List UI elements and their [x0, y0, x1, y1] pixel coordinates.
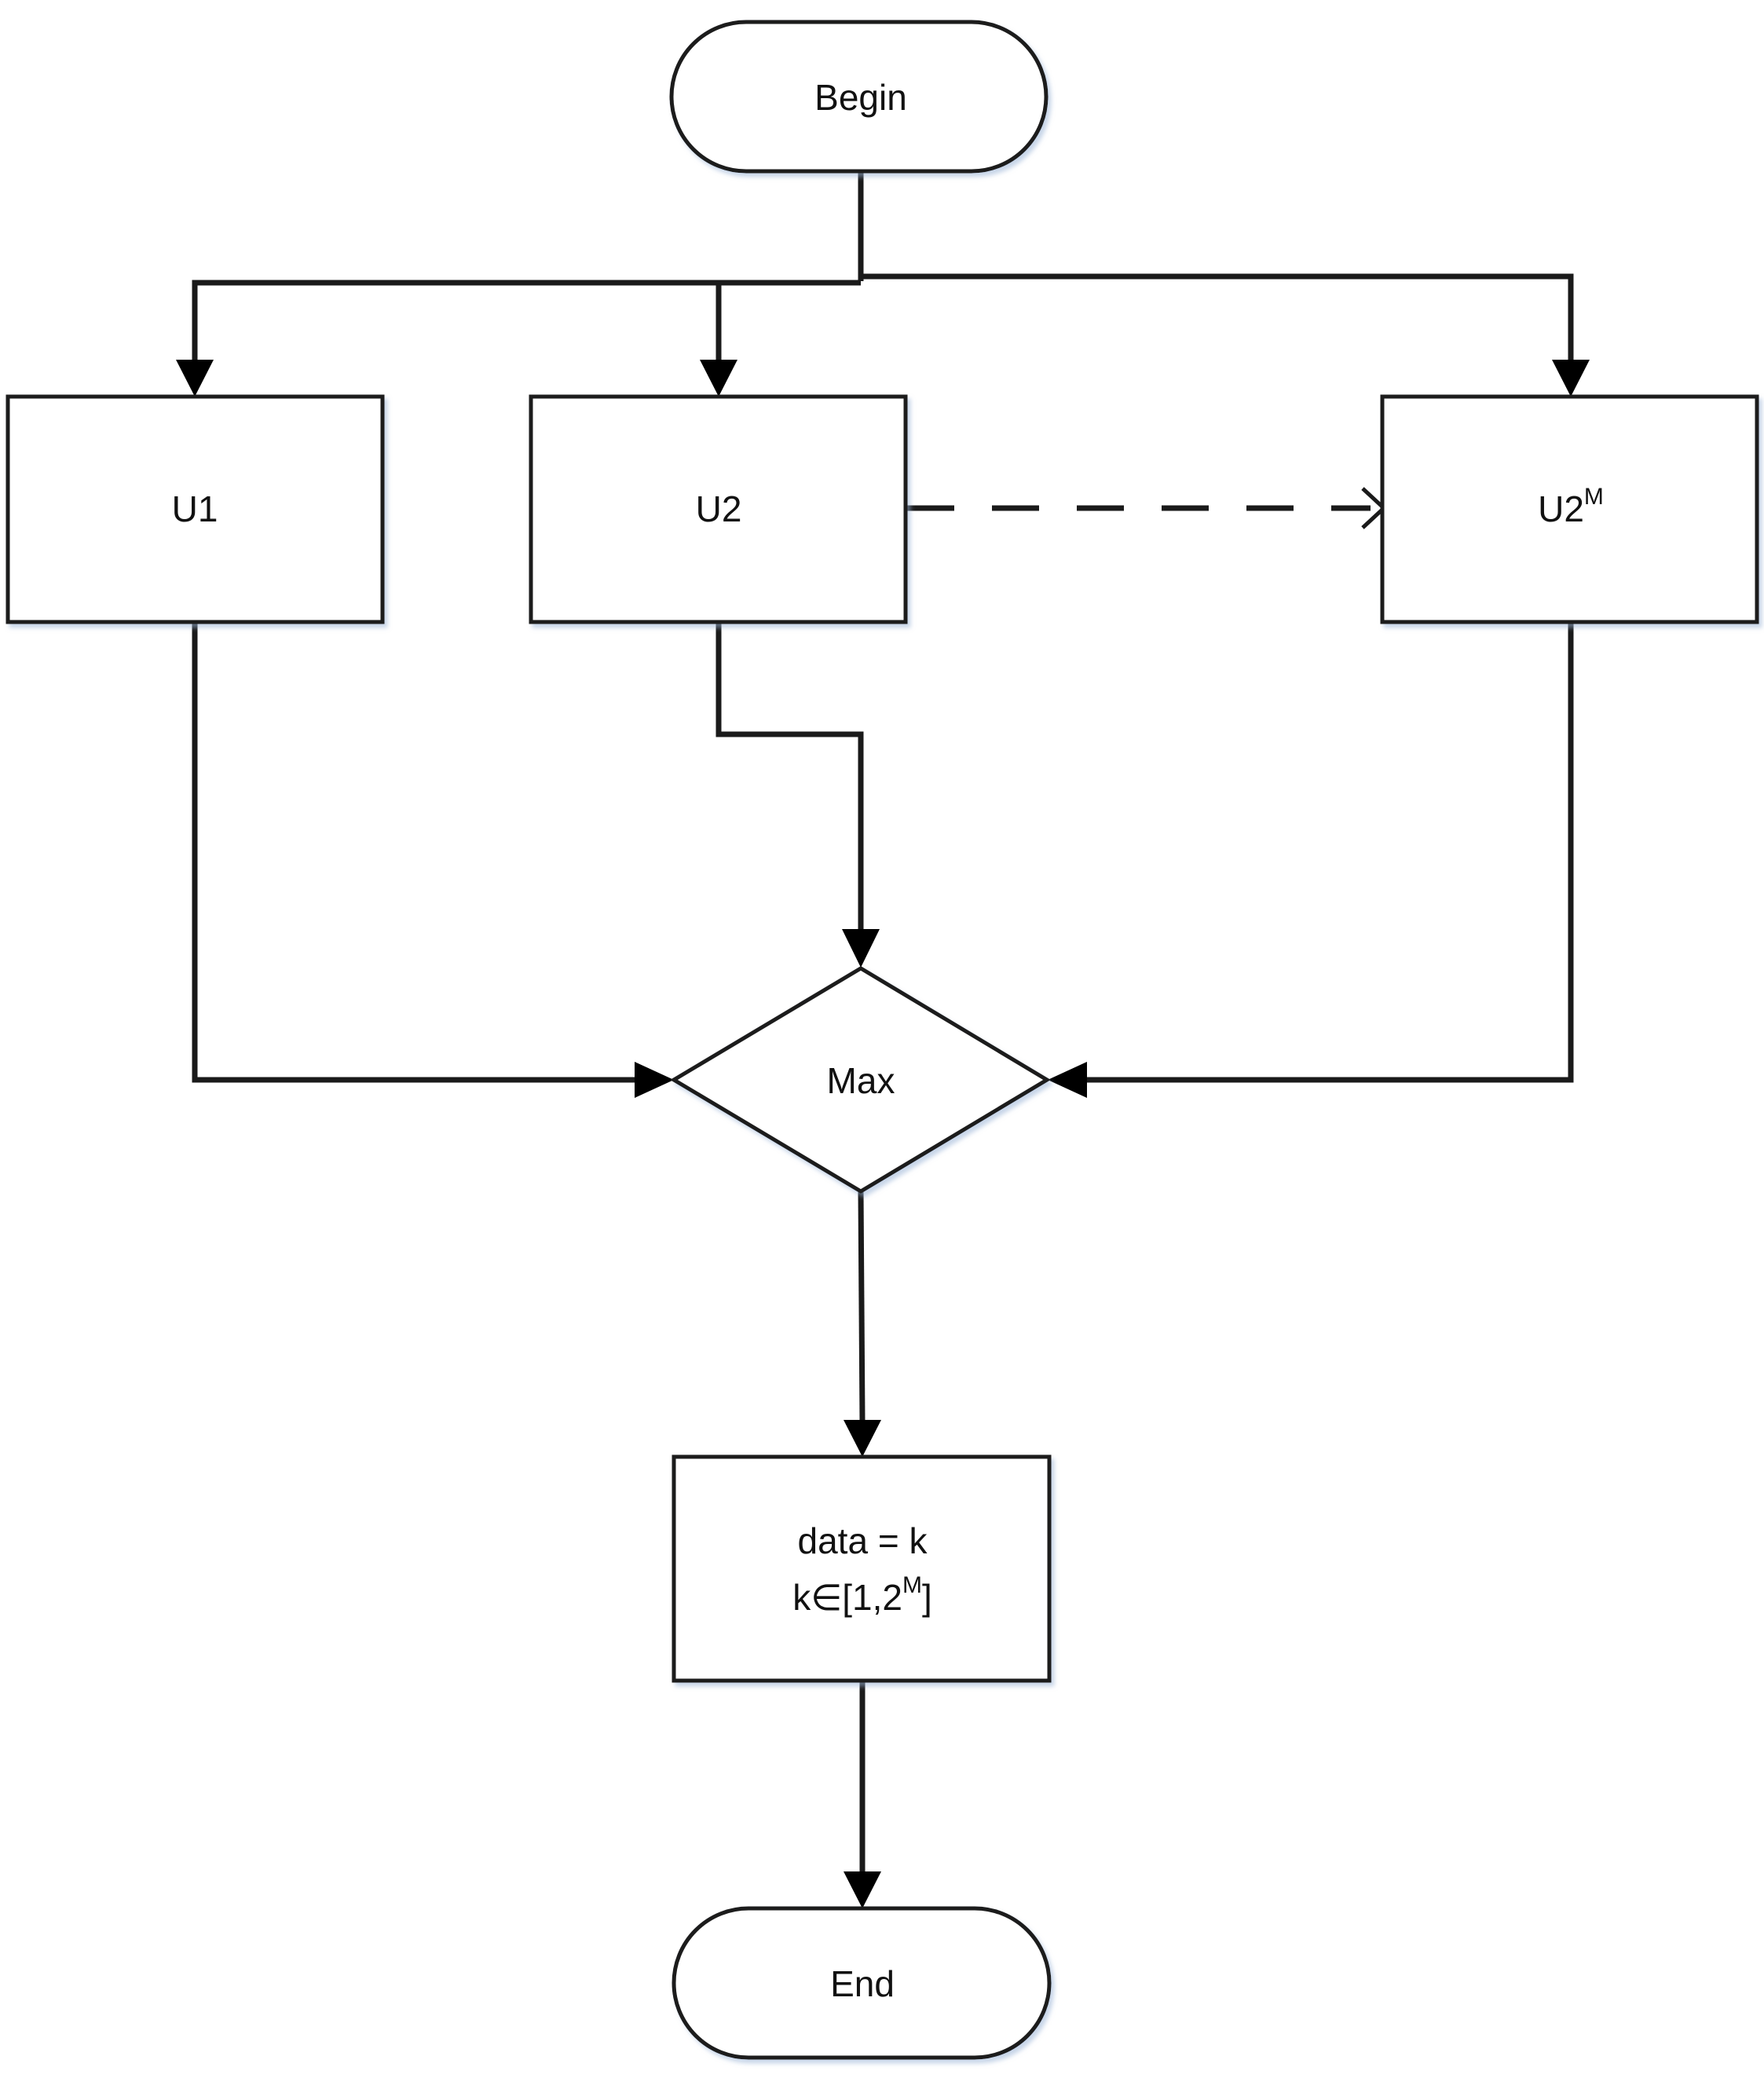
u2-label: U2 [696, 488, 742, 529]
arrowheads [176, 360, 1590, 1908]
data-line2: k∈[1,2M] [792, 1572, 932, 1618]
arrowhead-to-u1 [176, 360, 214, 397]
connector-split-to-u1 [192, 280, 861, 361]
begin-label: Begin [814, 77, 907, 118]
arrowhead-into-data [844, 1420, 881, 1457]
connector-u2m-to-max [1084, 622, 1574, 1083]
u2m-label-base: U2 [1538, 488, 1584, 529]
data-line2-post: ] [922, 1577, 932, 1618]
connectors [192, 171, 1574, 1873]
u2-node: U2 [529, 394, 908, 624]
connector-split-to-u2m [861, 273, 1574, 361]
arrowhead-to-u2 [700, 360, 737, 397]
arrowhead-to-u2m [1552, 360, 1590, 397]
begin-terminator-shape [669, 20, 1049, 174]
u2m-node: U2M [1380, 394, 1759, 624]
arrowhead-u2m-into-max [1048, 1062, 1087, 1098]
u2m-label-sup: M [1584, 484, 1604, 510]
u2-process-box [529, 394, 908, 624]
u1-process-box [5, 394, 385, 624]
begin-node: Begin [669, 20, 1049, 174]
u1-node: U1 [5, 394, 385, 624]
end-label: End [830, 1963, 895, 2004]
max-label: Max [827, 1060, 895, 1101]
end-terminator-shape [672, 1906, 1052, 2060]
arrowhead-u1-into-max [635, 1062, 674, 1098]
data-process-box [672, 1454, 1052, 1683]
connector-u1-to-max [192, 622, 635, 1083]
u1-label: U1 [172, 488, 218, 529]
data-line2-sup: M [902, 1572, 922, 1598]
u2m-process-box [1380, 394, 1759, 624]
u2m-label: U2M [1538, 484, 1604, 529]
arrowhead-u2-into-max [842, 929, 880, 968]
connector-u2-to-max [715, 622, 864, 931]
max-node: Max [670, 966, 1051, 1194]
data-line1: data = k [798, 1520, 928, 1561]
end-node: End [672, 1906, 1052, 2060]
data-line2-pre: k∈[1,2 [792, 1577, 902, 1618]
arrowhead-into-end [844, 1871, 881, 1908]
max-decision-diamond [670, 966, 1051, 1194]
connector-max-to-data [858, 1191, 866, 1422]
data-node: data = k k∈[1,2M] [672, 1454, 1052, 1683]
